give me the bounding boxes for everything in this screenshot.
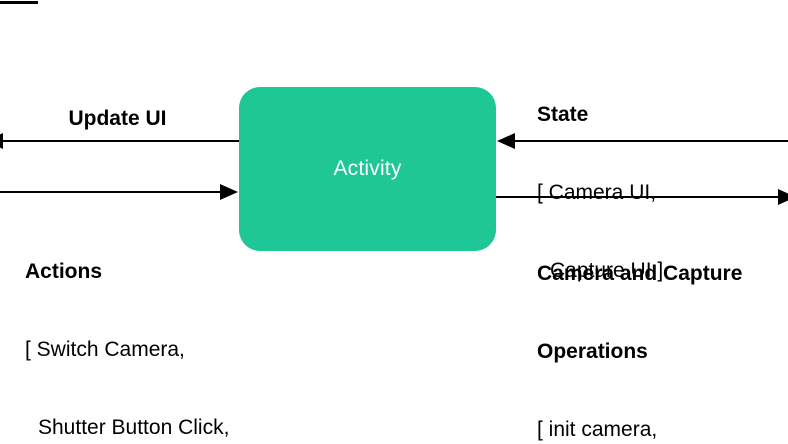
state-arrow-line bbox=[513, 140, 788, 142]
camera-ops-title: Camera and Capture bbox=[537, 262, 743, 285]
camera-ops-arrowhead-icon bbox=[778, 189, 788, 205]
state-label: State [ Camera UI, Capture UI ] bbox=[537, 50, 663, 336]
camera-ops-label: Camera and Capture Operations [ init cam… bbox=[537, 209, 742, 444]
actions-arrowhead-icon bbox=[220, 184, 238, 200]
activity-node: Activity bbox=[239, 87, 496, 251]
update-ui-label: Update UI bbox=[68, 107, 167, 130]
actions-arrow-line bbox=[0, 191, 222, 193]
state-arrowhead-icon bbox=[497, 133, 515, 149]
actions-title: Actions bbox=[25, 260, 103, 283]
actions-line-item: Shutter Button Click, bbox=[38, 416, 230, 439]
cropped-edge-bar bbox=[0, 1, 38, 4]
state-line-item: Capture UI ] bbox=[550, 259, 664, 282]
actions-label: Actions [ Switch Camera, Shutter Button … bbox=[25, 207, 281, 444]
camera-ops-title: Operations bbox=[537, 340, 648, 363]
camera-ops-line-item: [ init camera, bbox=[537, 418, 658, 441]
update-ui-arrow-line bbox=[0, 140, 239, 142]
activity-node-label: Activity bbox=[333, 157, 402, 180]
camera-ops-arrow-line bbox=[496, 196, 788, 198]
state-title: State bbox=[537, 103, 589, 126]
update-ui-arrowhead-icon bbox=[0, 133, 3, 149]
state-line-item: [ Camera UI, bbox=[537, 181, 657, 204]
actions-line-item: [ Switch Camera, bbox=[25, 338, 185, 361]
